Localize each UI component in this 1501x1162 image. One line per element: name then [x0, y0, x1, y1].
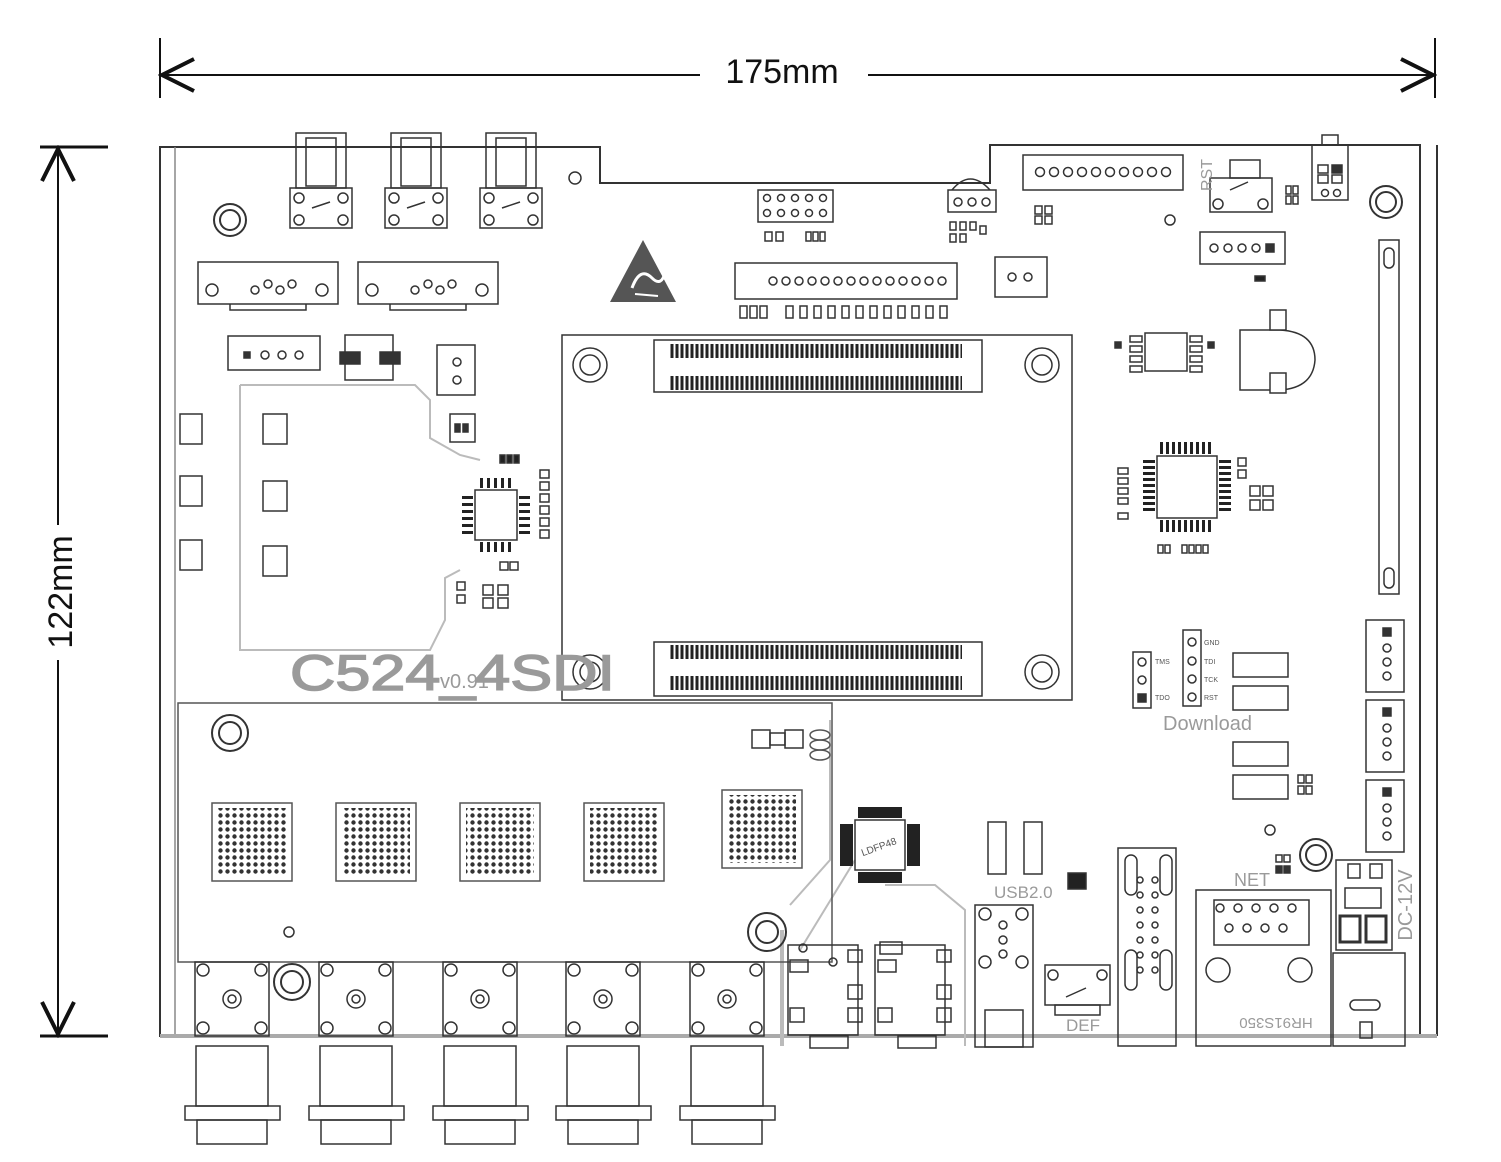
power-switch [1335, 859, 1393, 951]
jtag-pin-tdo: TDO [1155, 695, 1170, 702]
top-right-components [947, 134, 1400, 595]
board-to-board-connector-top [653, 339, 983, 393]
jtag-pin-rst: RST [1204, 695, 1219, 702]
bga-u2c [459, 802, 541, 882]
left-top-components [179, 334, 476, 577]
jtag-pin-gnd: GND [1204, 640, 1220, 647]
bnc-connectors [184, 961, 776, 1145]
def-label: DEF [1066, 1016, 1100, 1035]
net-label: NET [1234, 870, 1270, 890]
som-hole-tr [1024, 347, 1060, 383]
reset-button [1209, 159, 1273, 213]
jtag-pin-tms: TMS [1155, 659, 1170, 666]
bnc-sdi-2 [308, 961, 405, 1145]
chip-u5 [1114, 332, 1215, 373]
width-label: 175mm [725, 53, 838, 91]
mount-hole-tl [213, 203, 247, 237]
rj45-connector [1195, 889, 1332, 1047]
board-name-label: C524_4SDI [290, 645, 615, 701]
fpga-chip [840, 807, 920, 883]
dc-jack [1332, 952, 1406, 1047]
jtag-pin-tck: TCK [1204, 677, 1218, 684]
audio-jack-bottom-1 [787, 943, 863, 1049]
fan-connector-fan4 [994, 256, 1048, 298]
mount-hole-tr [1369, 185, 1403, 219]
bga-u2a [211, 802, 293, 882]
mount-hole-p10 [747, 912, 787, 952]
connector-j5 [357, 261, 499, 311]
bnc-sdi-4 [555, 961, 652, 1145]
left-qfn-chip [456, 454, 550, 609]
download-label: Download [1163, 713, 1252, 735]
resistor-row [739, 305, 948, 319]
bnc-sdi-3 [432, 961, 529, 1145]
header-2x5 [757, 189, 834, 223]
inductor-l4 [987, 821, 1043, 875]
mounting-holes [211, 171, 1403, 1001]
som-hole-br [1024, 654, 1060, 690]
chip-u4-qfp [1143, 442, 1231, 532]
top-center-headers [734, 189, 958, 319]
connector-sata-pwr [227, 335, 321, 371]
som-hole-bl [572, 654, 608, 690]
header-keyled [1199, 231, 1286, 265]
audio-jack-bottom-2 [874, 941, 952, 1049]
ddr-memory-region [177, 702, 833, 963]
transistor-q [947, 178, 997, 213]
esd-warning-icon [610, 240, 676, 302]
slot-p2 [1378, 239, 1400, 595]
right-edge-connectors [1365, 619, 1405, 853]
connector-right-2 [1365, 699, 1405, 773]
hdmi-connector [1117, 847, 1177, 1047]
height-label: 122mm [42, 535, 80, 648]
battery-holder-f1 [1239, 309, 1316, 394]
header-1x16 [734, 262, 958, 300]
bga-u2d [583, 802, 665, 882]
right-chips [1114, 309, 1316, 554]
jack-k3 [289, 132, 353, 229]
power-connectors-j4-j5 [197, 261, 499, 311]
silkscreen-labels: C524_4SDI v0.91 Download USB2.0 NET DC-1… [289, 159, 1417, 1035]
usb-label: USB2.0 [994, 883, 1053, 902]
jtag-headers [1132, 629, 1313, 800]
bga-u2e [721, 789, 803, 869]
resistor-r2 [751, 729, 804, 749]
def-button [1044, 964, 1111, 1016]
connector-right-1 [1365, 619, 1405, 693]
mount-hole-br [1299, 838, 1333, 872]
width-dimension: 175mm [160, 38, 1435, 98]
height-dimension: 122mm [40, 147, 108, 1036]
board-to-board-connector-bottom [653, 641, 983, 697]
jtag-pin-tdi: TDI [1204, 659, 1215, 666]
board-outline [159, 144, 1438, 1038]
jack-k4 [384, 132, 448, 229]
connector-right-3 [1365, 779, 1405, 853]
capacitor-cb8 [339, 334, 401, 381]
som-module [561, 334, 1073, 701]
usb-connector [974, 904, 1034, 1048]
hr-part-label: HR91S350 [1239, 1014, 1312, 1031]
header-vga [1022, 154, 1184, 191]
jumper-top-right [1311, 134, 1349, 201]
som-hole-tl [572, 347, 608, 383]
jack-k7 [479, 132, 543, 229]
power-label: DC-12V [1395, 869, 1417, 941]
copper-traces [239, 384, 966, 1046]
fpga-label: LDFP48 [860, 836, 899, 859]
mount-hole-bl [273, 963, 311, 1001]
bnc-sdi-1 [184, 961, 281, 1145]
fan-connector-fan2 [436, 344, 476, 396]
bga-u2b [335, 802, 417, 882]
connector-j4 [197, 261, 339, 311]
bottom-right-connectors [787, 821, 1406, 1049]
mount-hole-p3 [211, 714, 249, 752]
bnc-sdi-5 [679, 961, 776, 1145]
board-version-label: v0.91 [440, 671, 489, 693]
rst-label: RST [1199, 159, 1216, 191]
top-audio-jacks [289, 132, 543, 229]
